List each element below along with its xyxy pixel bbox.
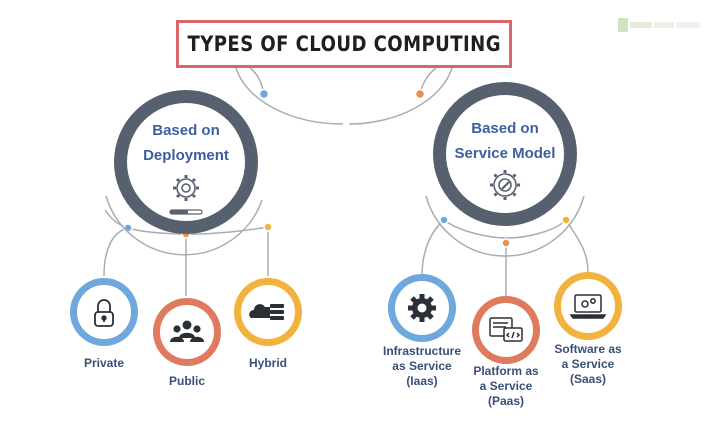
padlock-icon: [94, 299, 114, 327]
service-branch-dot-3: [561, 215, 571, 225]
service-hub: [433, 82, 577, 226]
connector-dot-left: [258, 88, 270, 100]
watermark-logo: [618, 18, 700, 32]
service-hub-arc: [425, 195, 585, 257]
service-hub-line1: Based on: [471, 120, 539, 137]
deployment-branch-dot-1: [123, 223, 133, 233]
hybrid-label: Hybrid: [248, 356, 287, 370]
title-box: TYPES OF CLOUD COMPUTING: [176, 20, 512, 68]
service-branch-dot-1: [439, 215, 449, 225]
service-hub-label: Based on Service Model: [445, 116, 565, 166]
private-label: Private: [83, 356, 125, 370]
gear-wrench-icon: [490, 170, 520, 200]
iaas-label: Infrastructure as Service (Iaas): [372, 344, 472, 389]
connector-dot-right: [414, 88, 426, 100]
iaas-label-line3: (Iaas): [406, 374, 438, 388]
service-hub-line2: Service Model: [454, 145, 556, 162]
paas-label: Platform as a Service (Paas): [456, 364, 556, 409]
iaas-label-line2: as Service: [392, 359, 452, 373]
deployment-hub-label: Based on Deployment: [136, 118, 236, 168]
cloud-server-icon: [249, 304, 284, 320]
deployment-hub: [114, 90, 258, 234]
laptop-gears-icon: [569, 294, 607, 319]
code-screen-icon: [489, 317, 523, 342]
paas-label-line2: a Service: [479, 379, 533, 393]
gear-progress-icon: [169, 175, 203, 215]
deployment-branch-dot-3: [263, 222, 273, 232]
public-label: Public: [168, 374, 205, 388]
deployment-hub-line2: Deployment: [143, 147, 229, 164]
service-branch-dot-2: [501, 238, 511, 248]
page-title: TYPES OF CLOUD COMPUTING: [187, 32, 501, 56]
paas-label-line1: Platform as: [473, 364, 539, 378]
saas-label-line2: a Service: [561, 357, 615, 371]
deployment-hub-line1: Based on: [152, 122, 220, 139]
people-group-icon: [170, 320, 204, 342]
iaas-label-line1: Infrastructure: [382, 344, 462, 358]
paas-label-line3: (Paas): [487, 394, 525, 408]
deployment-hub-arc: [105, 195, 263, 256]
saas-label: Software as a Service (Saas): [538, 342, 638, 387]
gear-icon: [408, 294, 436, 322]
saas-label-line3: (Saas): [569, 372, 607, 386]
saas-label-line1: Software as: [554, 342, 622, 356]
public-node[interactable]: [153, 298, 221, 366]
